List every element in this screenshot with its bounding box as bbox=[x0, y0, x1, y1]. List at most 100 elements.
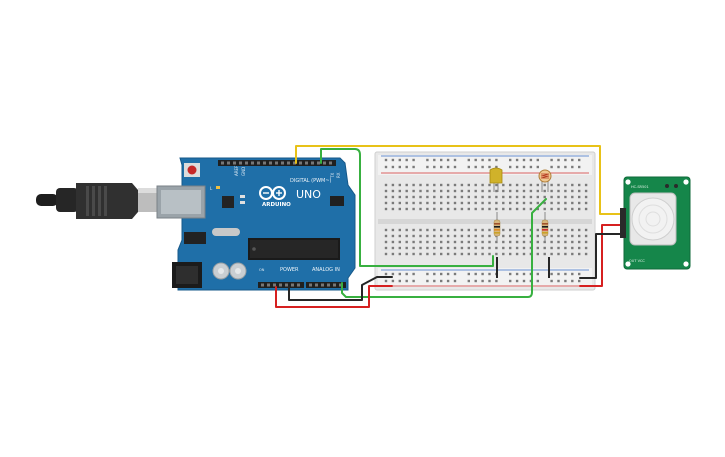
breadboard-hole bbox=[467, 246, 470, 250]
breadboard-hole bbox=[536, 189, 539, 193]
breadboard-hole bbox=[536, 201, 539, 205]
breadboard-hole bbox=[584, 252, 588, 256]
breadboard-hole bbox=[398, 158, 401, 162]
resistor-1[interactable] bbox=[493, 212, 501, 242]
breadboard-hole bbox=[584, 189, 588, 193]
breadboard-hole bbox=[440, 165, 443, 169]
breadboard-hole bbox=[550, 279, 553, 283]
breadboard-hole bbox=[571, 252, 574, 256]
breadboard-hole bbox=[405, 279, 408, 283]
breadboard-hole bbox=[398, 165, 401, 169]
led[interactable] bbox=[489, 167, 503, 192]
black-wire-pir[interactable] bbox=[579, 233, 628, 279]
breadboard-hole bbox=[412, 279, 415, 283]
breadboard-hole bbox=[467, 183, 470, 187]
breadboard-hole bbox=[495, 165, 498, 169]
breadboard-hole bbox=[536, 240, 539, 244]
breadboard-hole bbox=[419, 228, 422, 232]
breadboard-hole bbox=[529, 189, 533, 193]
breadboard-hole bbox=[419, 207, 422, 211]
breadboard-hole bbox=[571, 158, 574, 162]
reset-button-cap[interactable] bbox=[187, 165, 197, 175]
breadboard-hole bbox=[446, 228, 450, 232]
breadboard-hole bbox=[584, 195, 588, 199]
breadboard-hole bbox=[391, 228, 395, 232]
breadboard-hole bbox=[488, 189, 491, 193]
breadboard-hole bbox=[453, 189, 457, 193]
led-body[interactable] bbox=[489, 167, 503, 184]
breadboard-hole bbox=[529, 183, 533, 187]
breadboard-hole bbox=[467, 240, 470, 244]
breadboard-hole bbox=[564, 165, 567, 169]
breadboard-hole bbox=[536, 252, 539, 256]
breadboard-hole bbox=[474, 195, 477, 199]
breadboard-hole bbox=[529, 279, 533, 283]
breadboard-hole bbox=[584, 228, 588, 232]
resistor-2[interactable] bbox=[541, 212, 549, 242]
breadboard-hole bbox=[474, 234, 477, 238]
breadboard-hole bbox=[467, 252, 470, 256]
breadboard-hole bbox=[515, 207, 519, 211]
green-wire-sensor[interactable] bbox=[341, 198, 547, 298]
breadboard-hole bbox=[515, 246, 519, 250]
breadboard-hole bbox=[419, 234, 422, 238]
black-wire-gnd[interactable] bbox=[288, 276, 393, 301]
breadboard-hole bbox=[481, 165, 484, 169]
green-wire-led[interactable] bbox=[320, 148, 494, 267]
analog-header bbox=[306, 282, 346, 288]
breadboard-hole bbox=[384, 246, 388, 250]
breadboard-hole bbox=[453, 228, 457, 232]
on-led-label: ON bbox=[259, 268, 265, 272]
breadboard-hole bbox=[440, 158, 443, 162]
red-wire-5v[interactable] bbox=[275, 285, 393, 308]
breadboard-hole bbox=[557, 189, 560, 193]
breadboard-hole bbox=[495, 279, 498, 283]
breadboard-hole bbox=[391, 240, 395, 244]
breadboard-hole bbox=[405, 228, 408, 232]
breadboard-hole bbox=[557, 246, 560, 250]
yellow-wire[interactable] bbox=[295, 145, 628, 215]
breadboard-hole bbox=[474, 201, 477, 205]
breadboard-hole bbox=[578, 201, 581, 205]
breadboard-hole bbox=[474, 207, 477, 211]
breadboard-hole bbox=[543, 183, 546, 187]
breadboard-hole bbox=[474, 252, 477, 256]
breadboard-hole bbox=[571, 189, 574, 193]
breadboard-hole bbox=[488, 252, 491, 256]
red-wire-pir[interactable] bbox=[579, 224, 628, 287]
breadboard-hole bbox=[391, 234, 395, 238]
crystal bbox=[212, 228, 240, 236]
breadboard-hole bbox=[495, 195, 498, 199]
usb-cable-strain-relief bbox=[36, 194, 58, 206]
breadboard-hole bbox=[564, 246, 567, 250]
breadboard-hole bbox=[557, 252, 560, 256]
breadboard-hole bbox=[412, 183, 415, 187]
breadboard-hole bbox=[543, 195, 546, 199]
breadboard-hole bbox=[584, 207, 588, 211]
usb-plug-metal bbox=[138, 188, 160, 212]
breadboard-hole bbox=[502, 234, 505, 238]
breadboard-hole bbox=[426, 228, 429, 232]
breadboard-hole bbox=[578, 228, 581, 232]
breadboard-hole bbox=[515, 240, 519, 244]
breadboard-hole bbox=[529, 272, 533, 276]
breadboard-hole bbox=[564, 158, 567, 162]
breadboard-hole bbox=[453, 272, 457, 276]
breadboard-hole bbox=[412, 240, 415, 244]
breadboard-hole bbox=[495, 189, 498, 193]
breadboard-hole bbox=[453, 201, 457, 205]
breadboard-hole bbox=[557, 201, 560, 205]
breadboard-hole bbox=[578, 279, 581, 283]
breadboard-hole bbox=[398, 279, 401, 283]
breadboard-hole bbox=[419, 252, 422, 256]
breadboard-hole bbox=[571, 183, 574, 187]
breadboard-hole bbox=[550, 240, 553, 244]
breadboard-hole bbox=[391, 246, 395, 250]
breadboard-hole bbox=[571, 195, 574, 199]
breadboard-hole bbox=[529, 228, 533, 232]
photoresistor[interactable] bbox=[538, 169, 552, 192]
breadboard-hole bbox=[571, 240, 574, 244]
breadboard-hole bbox=[564, 195, 567, 199]
breadboard-hole bbox=[495, 240, 498, 244]
breadboard-hole bbox=[433, 165, 436, 169]
